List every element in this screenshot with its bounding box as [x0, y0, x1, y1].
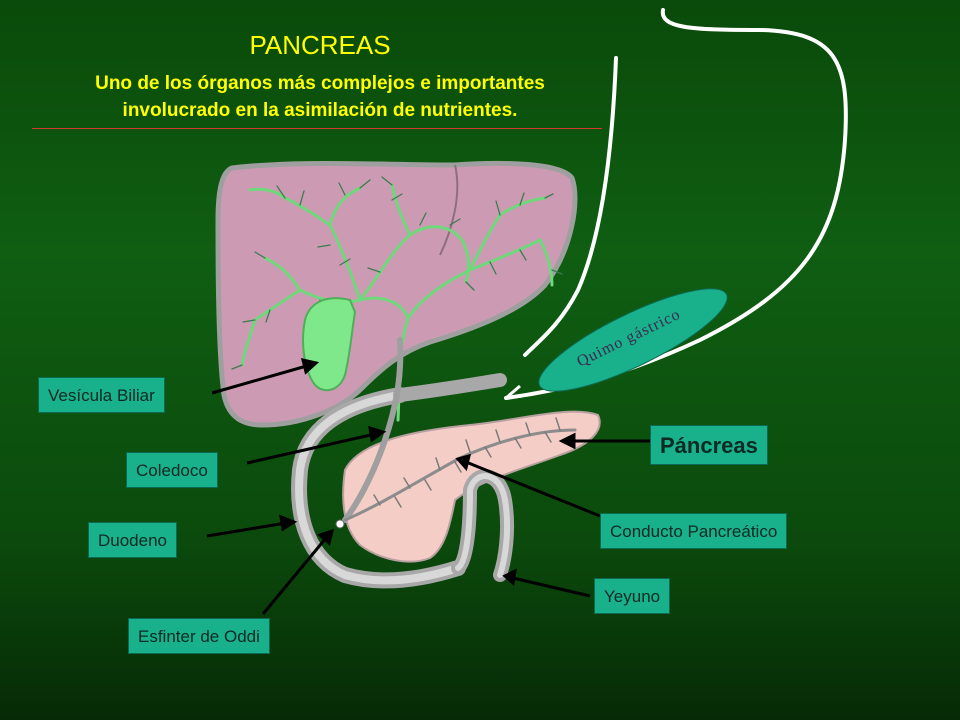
label-esfinter-de-oddi: Esfinter de Oddi	[128, 618, 270, 654]
common-bile-duct	[342, 337, 404, 523]
duodenum-inner	[295, 391, 462, 585]
biliary-twigs	[231, 176, 563, 370]
jejunum-inner	[455, 473, 511, 578]
duodenum-top	[393, 373, 507, 402]
label-yeyuno: Yeyuno	[594, 578, 671, 614]
liver-fissure	[439, 164, 459, 256]
label-duodeno: Duodeno	[88, 522, 178, 558]
biliary-tree	[240, 183, 554, 422]
pancreatic-duct-branches	[373, 417, 561, 508]
subtitle-line-1: Uno de los órganos más complejos e impor…	[95, 73, 545, 94]
page-subtitle: Uno de los órganos más complejos e impor…	[20, 70, 620, 124]
label-conducto-pancreatico: Conducto Pancreático	[600, 513, 788, 549]
stomach-outline	[523, 56, 618, 357]
chyme-arrow	[505, 384, 523, 400]
subtitle-line-2: involucrado en la asimilación de nutrien…	[122, 100, 518, 121]
page-title: PANCREAS	[249, 30, 391, 60]
label-vesicula-biliar: Vesícula Biliar	[38, 377, 165, 413]
gallbladder	[302, 297, 357, 392]
pointer-arrows	[206, 357, 650, 615]
label-pancreas: Páncreas	[650, 425, 768, 465]
title-divider	[32, 128, 602, 129]
sphincter-marker	[335, 519, 345, 529]
quimo-gastrico-bubble: Quimo gástrico	[538, 288, 728, 392]
label-coledoco: Coledoco	[126, 452, 218, 488]
